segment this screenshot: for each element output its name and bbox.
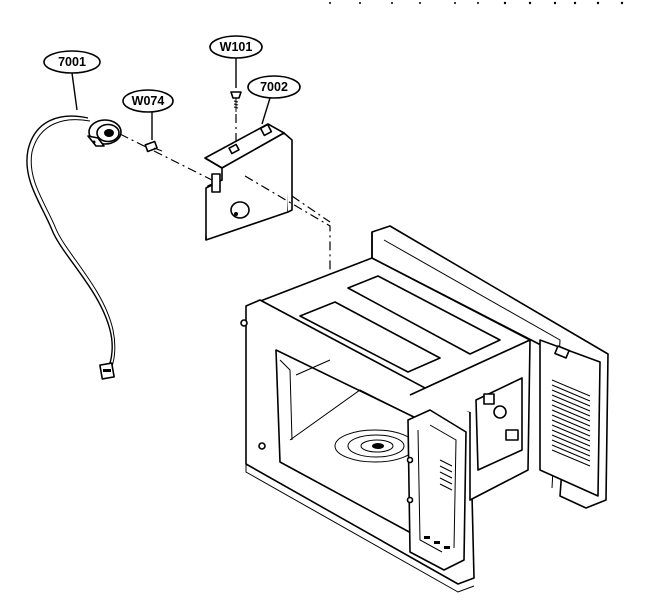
callout-w074[interactable]: W074 [122, 89, 174, 113]
part-w101-screw [230, 91, 242, 112]
leader-7001 [71, 72, 78, 111]
callout-w101[interactable]: W101 [209, 35, 263, 59]
callout-7002-label: 7002 [260, 80, 288, 94]
callout-w074-label: W074 [132, 94, 165, 108]
dash-bracket-side [291, 195, 331, 223]
dash-7001-to-bracket [119, 133, 213, 181]
header-marks [329, 1, 624, 5]
part-7002-bracket [204, 123, 293, 241]
callout-w101-label: W101 [220, 40, 253, 54]
leader-7002 [261, 97, 271, 125]
callout-7001-label: 7001 [58, 55, 86, 69]
dash-bracket-to-cabinet [244, 175, 331, 282]
vent-grille [551, 379, 591, 467]
callout-7001[interactable]: 7001 [43, 50, 101, 74]
part-w074-screw [144, 140, 163, 153]
callout-7002[interactable]: 7002 [247, 75, 301, 99]
part-cabinet [240, 225, 609, 593]
part-7001-wire-harness [26, 115, 122, 380]
